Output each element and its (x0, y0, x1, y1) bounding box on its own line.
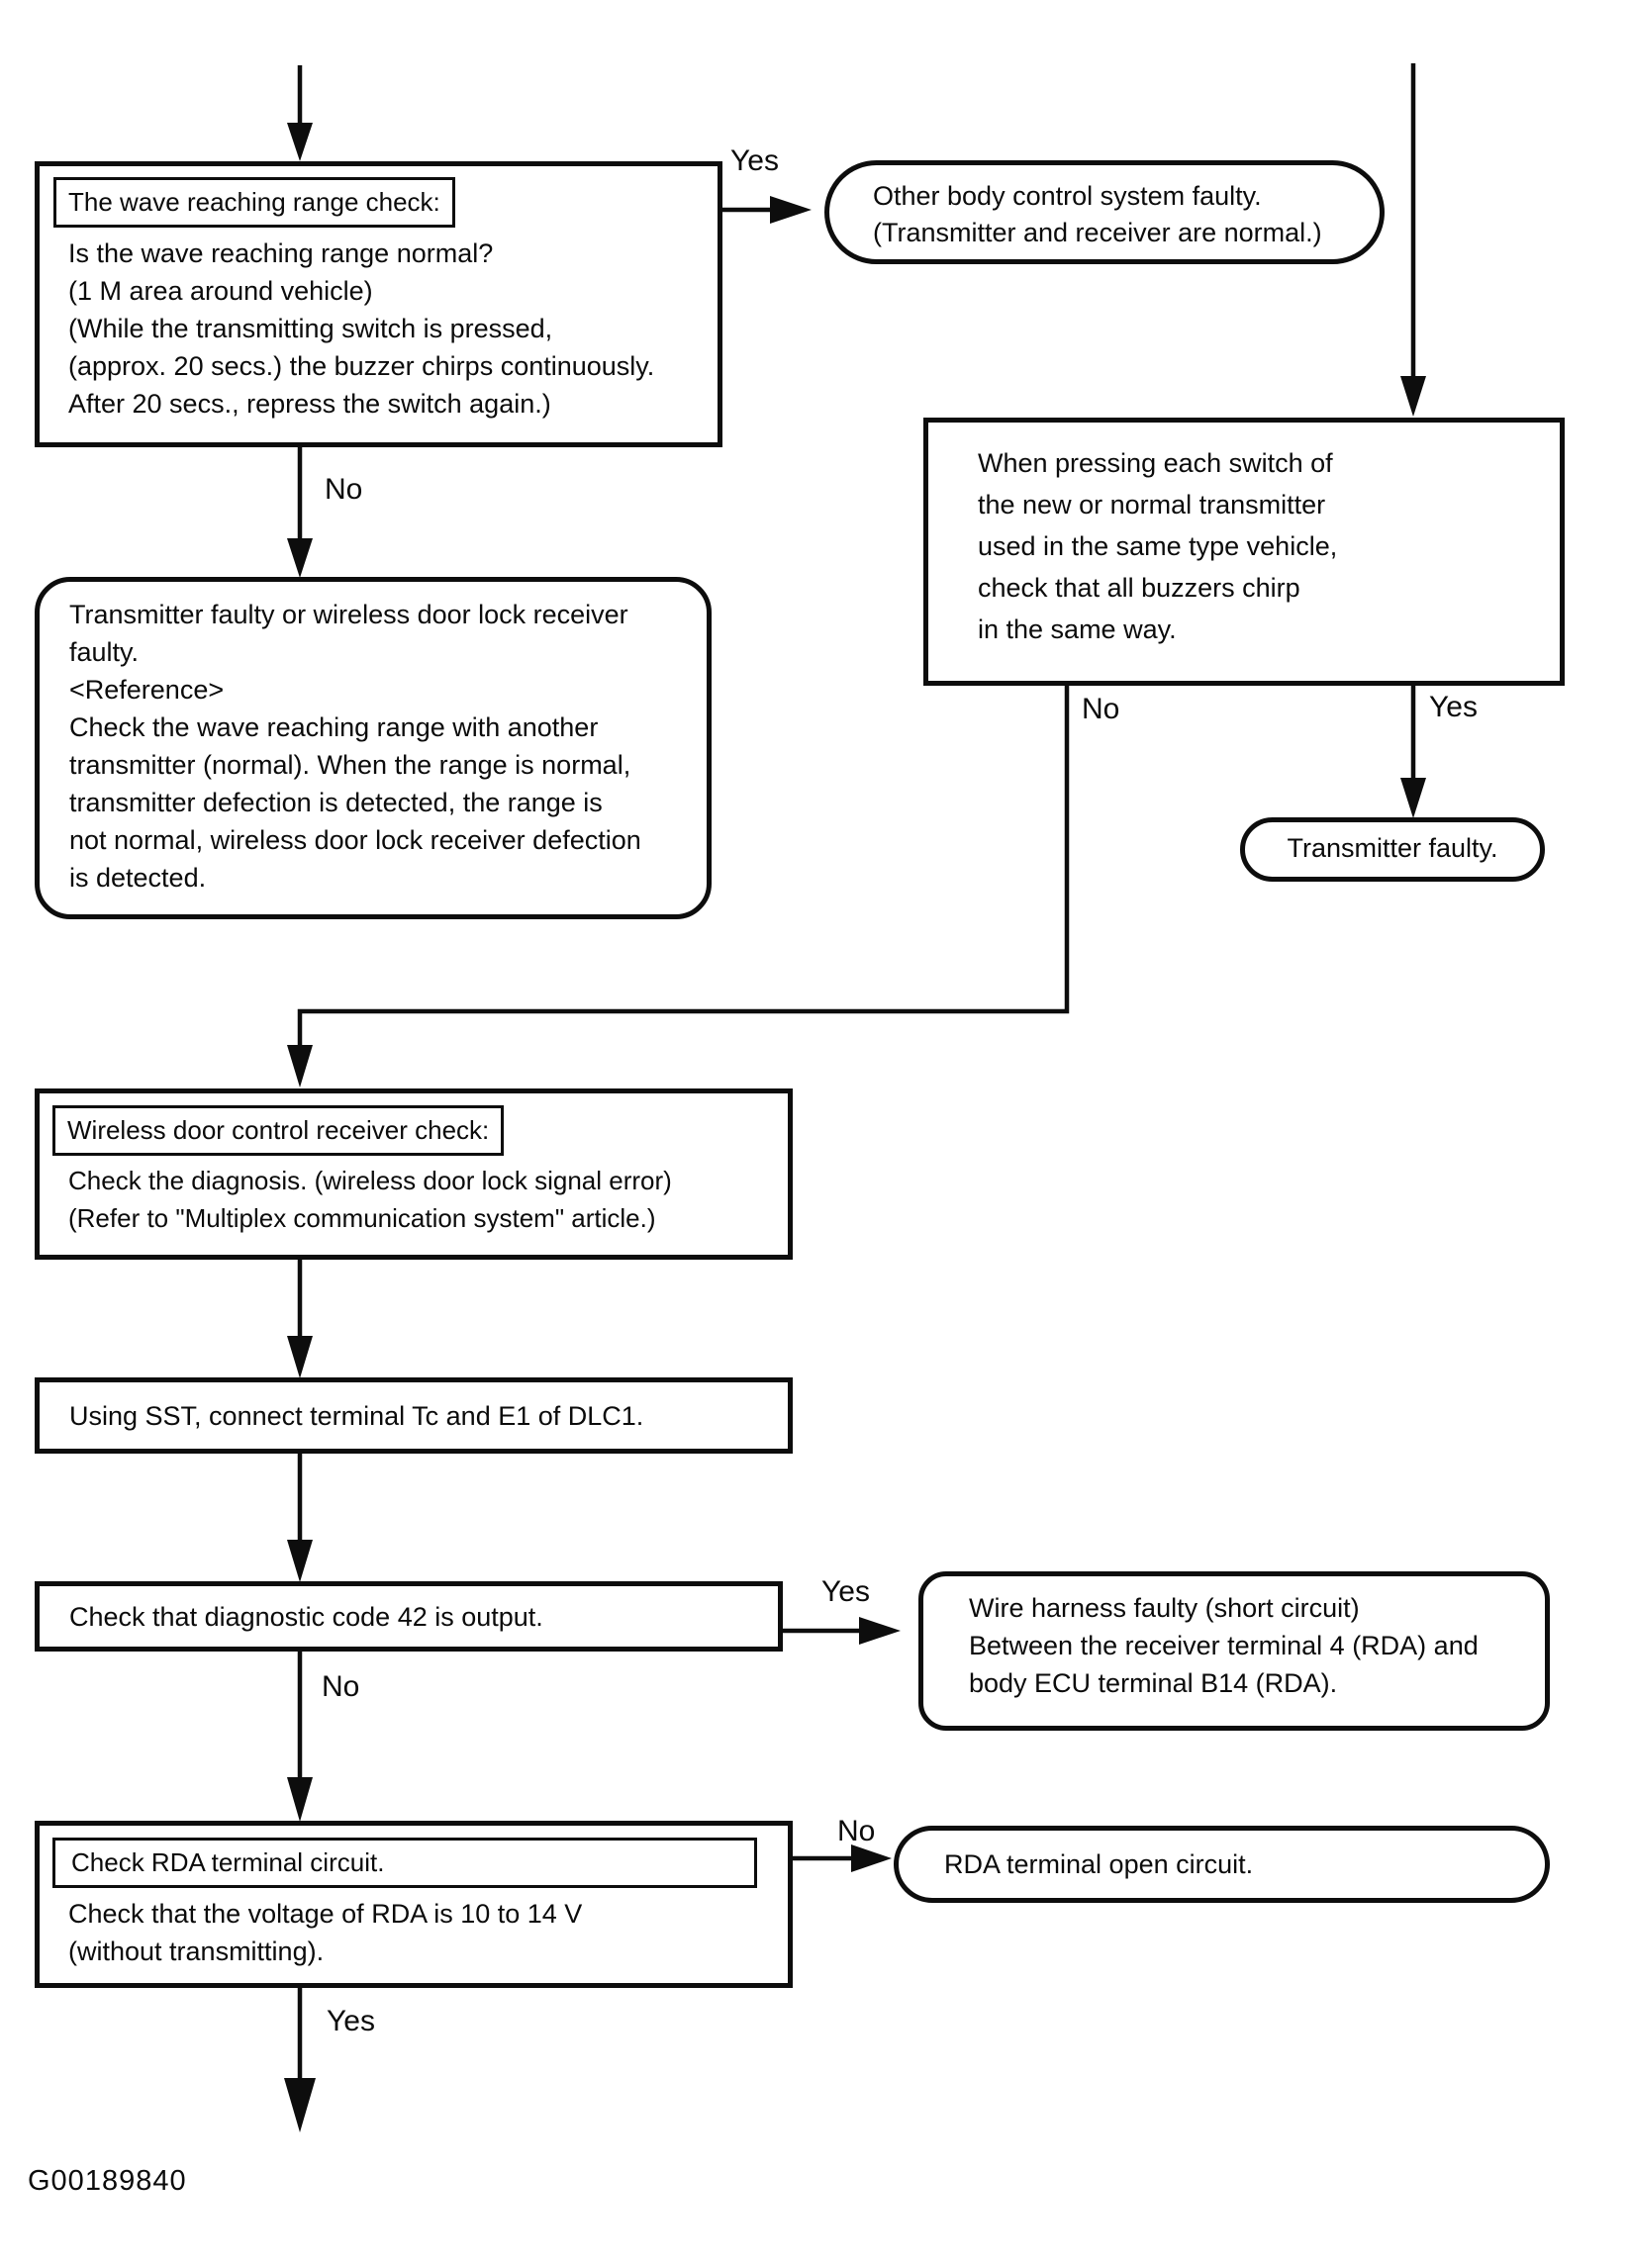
arrowhead-down-icon (1400, 778, 1426, 818)
node-text-line: <Reference> (69, 675, 225, 705)
node-text-line: Check that diagnostic code 42 is output. (69, 1602, 543, 1632)
arrowhead-down-icon (284, 2078, 316, 2132)
node-transmitter-faulty: Transmitter faulty. (1240, 817, 1545, 882)
node-text-line: Check that the voltage of RDA is 10 to 1… (68, 1899, 583, 1929)
edge-rda-check-yes (284, 1985, 316, 2132)
node-text-line: RDA terminal open circuit. (944, 1849, 1254, 1879)
node-text-line: not normal, wireless door lock receiver … (69, 825, 641, 855)
edge-label-rda-check-yes: Yes (327, 2005, 375, 2037)
figure-id: G00189840 (28, 2165, 187, 2197)
edge-receiver-check-to-sst (287, 1257, 313, 1378)
arrowhead-down-icon (287, 1777, 313, 1822)
node-text-line: When pressing each switch of (978, 448, 1333, 478)
node-title-rda-terminal-check: Check RDA terminal circuit. (52, 1838, 757, 1888)
arrowhead-down-icon (287, 1540, 313, 1582)
node-text-line: (without transmitting). (68, 1937, 325, 1966)
edge-label-rda-check-no: No (837, 1815, 876, 1847)
edge-label-wave-check-yes: Yes (730, 144, 779, 177)
edge-entry-to-wave-check (287, 65, 313, 161)
node-text-line: body ECU terminal B14 (RDA). (969, 1668, 1338, 1698)
edge-wave-check-yes (716, 196, 812, 224)
edge-sst-to-code42 (287, 1451, 313, 1582)
edge-entry-to-when-pressing (1400, 63, 1426, 417)
node-text-line: (While the transmitting switch is presse… (68, 314, 553, 343)
node-text-line: Between the receiver terminal 4 (RDA) an… (969, 1631, 1479, 1660)
node-receiver-check: Wireless door control receiver check: Ch… (35, 1088, 793, 1260)
node-transmitter-or-receiver-faulty: Transmitter faulty or wireless door lock… (35, 577, 712, 919)
arrowhead-right-icon (770, 196, 812, 224)
node-code42-check: Check that diagnostic code 42 is output. (35, 1581, 783, 1652)
edge-when-pressing-no (287, 683, 1070, 1087)
node-rda-terminal-check: Check RDA terminal circuit. Check that t… (35, 1821, 793, 1988)
node-when-pressing-switch: When pressing each switch of the new or … (923, 418, 1565, 686)
node-text-line: Is the wave reaching range normal? (68, 238, 494, 268)
arrowhead-right-icon (851, 1844, 892, 1872)
edge-label-code42-yes: Yes (821, 1575, 870, 1608)
edge-wave-check-no (287, 443, 313, 578)
edge-code42-no (287, 1649, 313, 1822)
edge-code42-yes (780, 1617, 901, 1645)
arrowhead-down-icon (287, 538, 313, 578)
node-text-line: faulty. (69, 637, 140, 667)
node-text-line: Transmitter faulty or wireless door lock… (69, 600, 628, 629)
node-title-wave-range-check: The wave reaching range check: (53, 177, 455, 228)
node-text-line: (1 M area around vehicle) (68, 276, 373, 306)
node-wave-range-check: The wave reaching range check: Is the wa… (35, 161, 722, 447)
edge-label-wave-check-no: No (325, 473, 363, 506)
node-text-line: Using SST, connect terminal Tc and E1 of… (69, 1401, 644, 1431)
node-text-line: Wire harness faulty (short circuit) (969, 1593, 1360, 1623)
edge-label-code42-no: No (322, 1670, 360, 1703)
edge-when-pressing-yes (1400, 683, 1426, 818)
node-text-line: Check the wave reaching range with anoth… (69, 712, 599, 742)
node-wire-harness-faulty: Wire harness faulty (short circuit) Betw… (918, 1571, 1550, 1731)
arrowhead-down-icon (287, 1045, 313, 1087)
node-text-line: used in the same type vehicle, (978, 531, 1338, 561)
node-text-line: the new or normal transmitter (978, 490, 1326, 520)
node-text-line: Other body control system faulty. (873, 181, 1262, 211)
node-text-line: Transmitter faulty. (1287, 833, 1498, 863)
arrowhead-right-icon (859, 1617, 901, 1645)
node-text-line: Check the diagnosis. (wireless door lock… (68, 1166, 672, 1195)
node-text-line: in the same way. (978, 614, 1177, 644)
node-text-line: is detected. (69, 863, 207, 893)
edge-label-when-pressing-yes: Yes (1429, 691, 1478, 723)
node-text-line: transmitter (normal). When the range is … (69, 750, 631, 780)
node-text-line: After 20 secs., repress the switch again… (68, 389, 551, 419)
arrowhead-down-icon (287, 1336, 313, 1378)
edge-label-when-pressing-no: No (1082, 693, 1120, 725)
node-other-body-control-faulty: Other body control system faulty. (Trans… (824, 160, 1385, 264)
node-rda-open-circuit: RDA terminal open circuit. (894, 1826, 1550, 1903)
node-text-line: check that all buzzers chirp (978, 573, 1300, 603)
node-title-receiver-check: Wireless door control receiver check: (52, 1105, 505, 1156)
node-text-line: (Refer to "Multiplex communication syste… (68, 1203, 656, 1233)
node-text-line: transmitter defection is detected, the r… (69, 788, 603, 817)
arrowhead-down-icon (287, 123, 313, 161)
node-text-line: (Transmitter and receiver are normal.) (873, 218, 1322, 247)
arrowhead-down-icon (1400, 376, 1426, 417)
node-text-line: (approx. 20 secs.) the buzzer chirps con… (68, 351, 655, 381)
node-using-sst: Using SST, connect terminal Tc and E1 of… (35, 1377, 793, 1454)
edge-rda-check-no (790, 1844, 892, 1872)
